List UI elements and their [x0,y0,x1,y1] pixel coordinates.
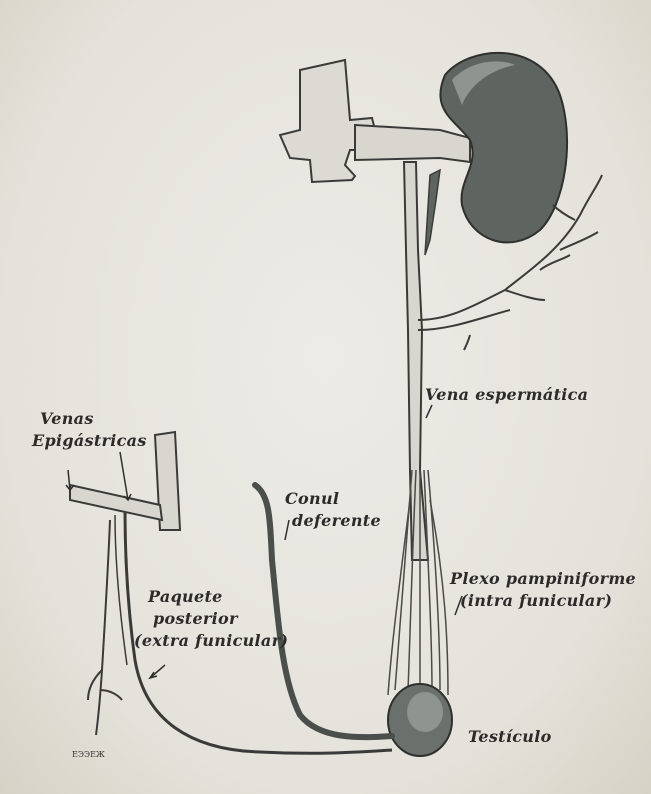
vena-cava [280,60,380,182]
label-vena-espermatica: Vena espermática [425,386,588,404]
label-extra-funicular: (extra funicular) [134,632,288,650]
label-plexo: Plexo pampiniforme [450,570,636,588]
label-epigastricas: Epigástricas [32,432,147,450]
label-deferente: deferente [292,512,381,530]
lower-left-branches [88,520,122,735]
label-paquete: Paquete [148,588,223,606]
label-testiculo: Testículo [468,728,552,746]
adrenal-branch [425,170,440,255]
label-venas: Venas [40,410,94,428]
corner-mark: ЕЭЭЕЖ [72,746,105,764]
label-conul: Conul [285,490,339,508]
label-posterior: posterior [153,610,238,628]
renal-vein [355,125,470,162]
label-intra-funicular: (intra funicular) [460,592,612,610]
testis [388,684,452,756]
spermatic-vein [404,162,428,560]
